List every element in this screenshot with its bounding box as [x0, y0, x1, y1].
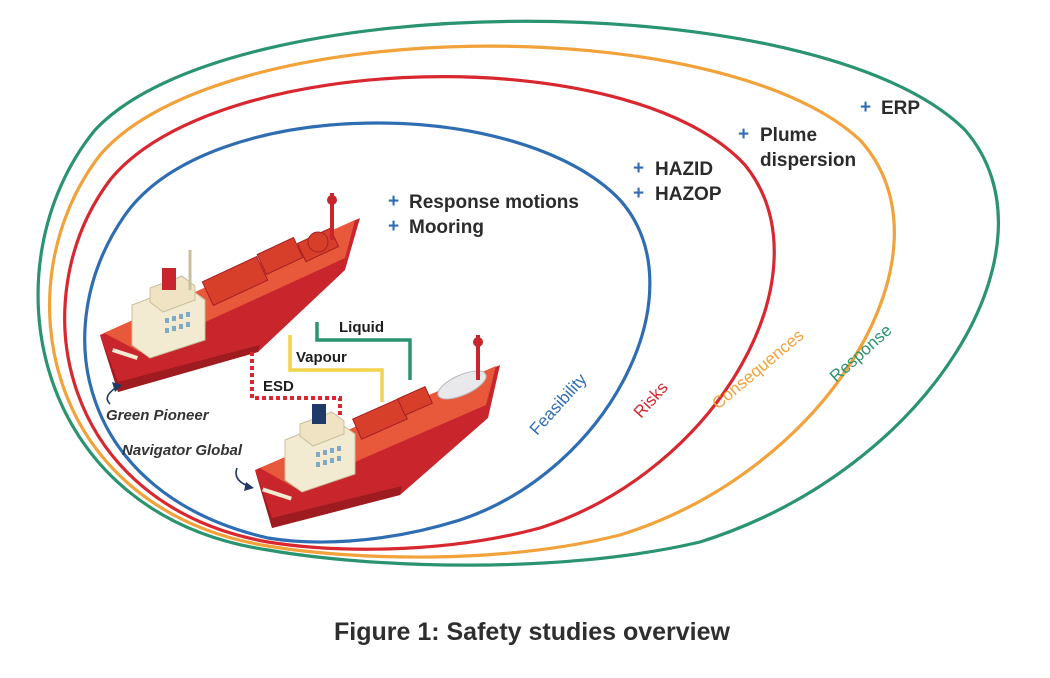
- ring-label-response: Response: [826, 321, 896, 386]
- plus-icon: +: [633, 183, 644, 204]
- ship1-bow-light: [327, 195, 337, 205]
- item-hazop: + HAZOP: [633, 183, 722, 205]
- ship1-deck-equipment: [201, 227, 340, 307]
- ship1-hull-shade: [100, 335, 260, 392]
- ship2-bridge: [299, 411, 345, 447]
- ship2-hull-nameplate: [262, 487, 292, 501]
- ring-feasibility: [83, 121, 652, 544]
- ring-label-risks: Risks: [630, 378, 672, 422]
- item-mooring: + Mooring: [388, 216, 484, 238]
- ship2-arrowhead-icon: [244, 482, 254, 491]
- figure-caption: Figure 1: Safety studies overview: [334, 618, 731, 646]
- ship1-hull-nameplate: [112, 348, 138, 360]
- transfer-lines: [250, 322, 412, 418]
- item-erp: + ERP: [860, 97, 920, 119]
- ship1-arrowhead-icon: [112, 382, 122, 392]
- plus-icon: +: [388, 191, 399, 212]
- ring-label-feasibility: Feasibility: [526, 369, 591, 438]
- liquid-label: Liquid: [339, 319, 384, 336]
- ship2-bow-light: [473, 337, 483, 347]
- ring-label-consequences: Consequences: [708, 326, 807, 413]
- esd-line: [250, 352, 342, 418]
- ship-navigator-global: [255, 335, 500, 528]
- ring-risks: [63, 75, 776, 551]
- item-label: ERP: [881, 98, 920, 119]
- ring-labels: Feasibility Risks Consequences Response: [526, 321, 896, 439]
- ship2-hull-shade: [255, 470, 402, 528]
- ship1-bridge: [149, 275, 196, 313]
- plus-icon: +: [860, 97, 871, 118]
- plus-icon: +: [633, 158, 644, 179]
- item-label: dispersion: [760, 150, 856, 171]
- ship1-name-label: Green Pioneer: [106, 407, 210, 424]
- ship1-funnel: [162, 268, 176, 290]
- ship2-windows: [316, 446, 341, 467]
- item-plume-dispersion: + Plume dispersion: [738, 124, 856, 171]
- plus-icon: +: [388, 216, 399, 237]
- ship2-gas-tank: [437, 370, 487, 400]
- ship-green-pioneer: [100, 193, 360, 392]
- plus-icon: +: [738, 124, 749, 145]
- item-label: Response motions: [409, 192, 579, 213]
- ring-consequences: [48, 44, 896, 559]
- ship2-deck-equipment: [352, 386, 434, 440]
- vapour-line: [288, 335, 384, 402]
- liquid-line: [315, 322, 412, 380]
- ship2-name-label: Navigator Global: [122, 442, 243, 459]
- study-rings: [36, 19, 1001, 567]
- item-response-motions: + Response motions: [388, 191, 579, 213]
- ship2-funnel: [312, 404, 326, 424]
- ship1-windows: [165, 312, 190, 333]
- vapour-label: Vapour: [296, 349, 347, 366]
- esd-label: ESD: [263, 378, 294, 395]
- item-label: HAZID: [655, 159, 713, 180]
- item-hazid: + HAZID: [633, 158, 713, 180]
- item-label: HAZOP: [655, 184, 722, 205]
- item-label: Mooring: [409, 217, 484, 238]
- study-items: + Response motions + Mooring + HAZID + H…: [388, 97, 920, 238]
- ring-response: [36, 19, 1001, 567]
- item-label: Plume: [760, 125, 817, 146]
